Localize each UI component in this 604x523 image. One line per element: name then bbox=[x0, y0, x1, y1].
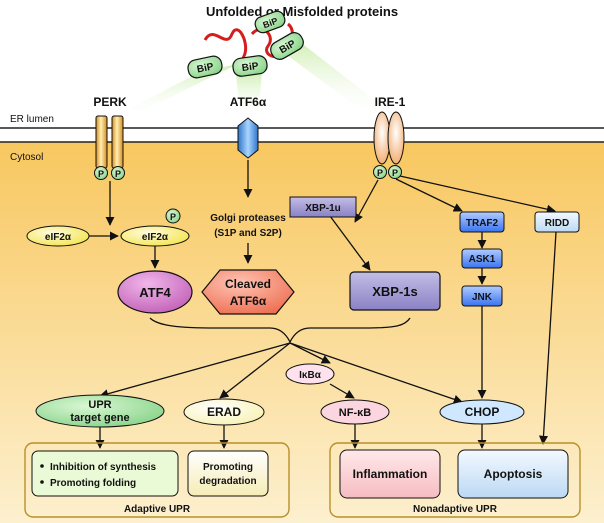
arrow-ikba-nfkb bbox=[329, 383, 355, 399]
bip-chaperone bbox=[254, 10, 286, 34]
er-membrane bbox=[0, 128, 604, 142]
nfkb-label: NF-κB bbox=[339, 407, 371, 419]
phospho-site bbox=[373, 165, 387, 179]
er-lumen-label: ER lumen bbox=[10, 114, 54, 125]
chop-label: CHOP bbox=[465, 405, 500, 419]
cytosol-label: Cytosol bbox=[10, 152, 43, 163]
degradation-box bbox=[187, 450, 269, 497]
perk-monomer bbox=[95, 115, 108, 169]
upr-target-gene-node bbox=[35, 394, 165, 428]
cleaved-atf6-node bbox=[201, 269, 295, 315]
inflammation-label: Inflammation bbox=[353, 467, 428, 481]
golgi-proteases-sublabel: (S1P and S2P) bbox=[214, 228, 282, 239]
jnk-label: JNK bbox=[472, 292, 493, 303]
ikba-label: IκBα bbox=[299, 370, 322, 381]
ire1-label: IRE-1 bbox=[375, 95, 406, 109]
ridd-node bbox=[534, 211, 580, 233]
eif2a-phosphorylated-node bbox=[120, 225, 190, 247]
bip-chaperone bbox=[187, 55, 223, 79]
nonadaptive-upr-label: Nonadaptive UPR bbox=[413, 504, 498, 515]
arrow-ire1-traf2 bbox=[395, 178, 463, 212]
phospho-label: P bbox=[170, 212, 176, 222]
arrow-to-ikba bbox=[289, 342, 331, 364]
bip-label: BiP bbox=[262, 16, 280, 31]
adaptive-upr-group bbox=[24, 442, 290, 518]
phospho-site bbox=[388, 165, 402, 179]
cleaved-atf6-sublabel: ATF6α bbox=[230, 294, 267, 308]
jnk-node bbox=[461, 285, 503, 307]
phospho-label: P bbox=[392, 168, 398, 178]
bip-beam-perk bbox=[112, 64, 238, 118]
phospho-label: P bbox=[377, 168, 383, 178]
degradation-sublabel: degradation bbox=[199, 476, 256, 487]
inhibition-of-synthesis: Inhibition of synthesis bbox=[50, 462, 157, 473]
arrow-ire1-ridd bbox=[399, 175, 556, 214]
ask1-label: ASK1 bbox=[469, 254, 496, 265]
atf6-label: ATF6α bbox=[230, 95, 267, 109]
arrow-to-upr-target bbox=[99, 342, 291, 399]
er-lumen-region bbox=[0, 0, 604, 140]
ask1-node bbox=[461, 248, 503, 269]
eif2a-p-label: eIF2α bbox=[142, 232, 169, 243]
erad-node bbox=[183, 398, 265, 426]
eif2a-node bbox=[26, 225, 90, 247]
adaptive-outcomes-box bbox=[31, 450, 179, 497]
arrow-ridd-apoptosis bbox=[538, 231, 557, 445]
apoptosis-label: Apoptosis bbox=[484, 467, 543, 481]
upr-target-label: UPR bbox=[88, 399, 111, 411]
ikba-node bbox=[285, 363, 335, 385]
atf6-sensor bbox=[237, 117, 259, 159]
golgi-proteases-label: Golgi proteases bbox=[210, 213, 286, 224]
bip-label: BiP bbox=[241, 61, 259, 74]
phospho-site bbox=[111, 166, 125, 180]
arrow-to-erad bbox=[219, 342, 291, 399]
ridd-label: RIDD bbox=[545, 218, 569, 229]
erad-label: ERAD bbox=[207, 405, 241, 419]
convergence-brace bbox=[149, 317, 411, 344]
bip-chaperone bbox=[270, 32, 304, 60]
bip-chaperone bbox=[232, 55, 268, 77]
perk-monomer bbox=[111, 115, 124, 169]
inflammation-box bbox=[339, 449, 441, 499]
eif2a-label: eIF2α bbox=[45, 232, 72, 243]
bip-beam-ire1 bbox=[280, 42, 398, 118]
xbp1u-label: XBP-1u bbox=[305, 203, 341, 214]
xbp1u-node bbox=[289, 196, 357, 218]
bip-beam-atf6 bbox=[236, 72, 262, 118]
phospho-label: P bbox=[98, 169, 104, 179]
atf4-label: ATF4 bbox=[139, 285, 171, 300]
bullet bbox=[40, 480, 44, 484]
atf4-node bbox=[117, 270, 193, 314]
traf2-label: TRAF2 bbox=[466, 218, 499, 229]
arrow-xbp1u-xbp1s bbox=[329, 215, 371, 271]
nonadaptive-upr-group bbox=[329, 442, 581, 518]
xbp1s-label: XBP-1s bbox=[372, 284, 418, 299]
chop-node bbox=[439, 399, 525, 425]
promoting-folding: Promoting folding bbox=[50, 478, 136, 489]
cleaved-atf6-label: Cleaved bbox=[225, 277, 271, 291]
perk-label: PERK bbox=[93, 95, 127, 109]
upr-target-sublabel: target gene bbox=[70, 412, 129, 424]
nfkb-node bbox=[320, 399, 390, 425]
adaptive-upr-label: Adaptive UPR bbox=[124, 504, 191, 515]
phospho-site bbox=[94, 166, 108, 180]
apoptosis-box bbox=[457, 449, 569, 499]
title: Unfolded or Misfolded proteins bbox=[206, 4, 398, 19]
traf2-node bbox=[459, 211, 505, 233]
bullet bbox=[40, 464, 44, 468]
xbp1s-node bbox=[349, 271, 441, 311]
bip-label: BiP bbox=[196, 61, 215, 75]
ire1-monomer bbox=[387, 111, 405, 165]
arrow-ire1-xbp1s bbox=[354, 179, 379, 223]
degradation-label: Promoting bbox=[203, 462, 253, 473]
arrow-to-chop bbox=[289, 342, 463, 404]
phospho-site bbox=[165, 208, 181, 224]
phospho-label: P bbox=[115, 169, 121, 179]
